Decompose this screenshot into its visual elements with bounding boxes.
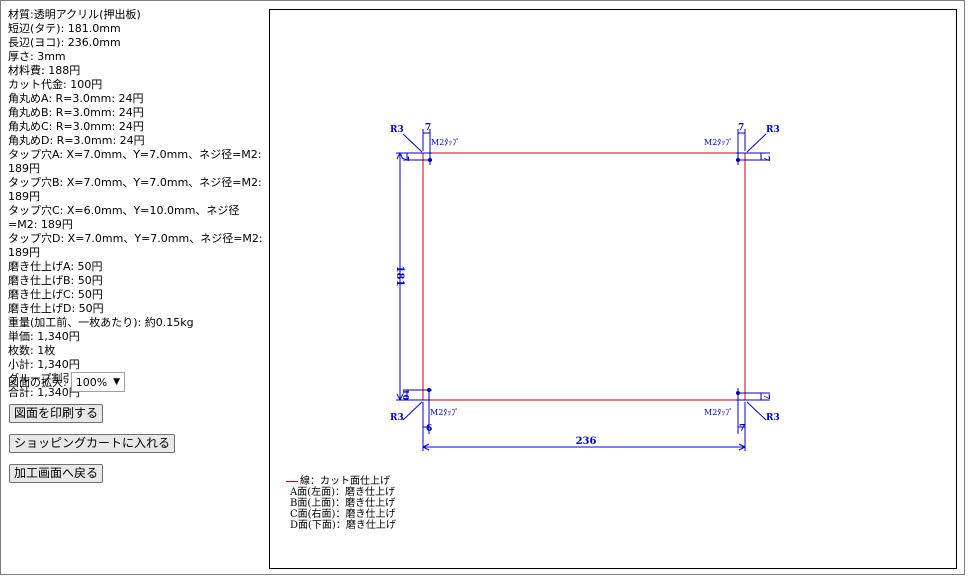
spec-line: 単価: 1,340円 [8, 330, 80, 343]
tap-tl-label: M2ﾀｯﾌﾟ [431, 138, 460, 147]
corner-tl-y: 7 [401, 156, 411, 162]
spec-line: 小計: 1,340円 [8, 358, 80, 371]
spec-line: 磨き仕上げA: 50円 [8, 260, 103, 273]
print-drawing-button[interactable]: 図面を印刷する [9, 404, 104, 423]
corner-bl-x: 6 [426, 424, 432, 434]
corner-tr-radius: R3 [766, 125, 780, 135]
drawing-canvas: 236 181 R3 7 M2ﾀｯﾌﾟ 7 [390, 123, 780, 451]
corner-top-left [402, 129, 432, 165]
spec-line: タップ穴B: X=7.0mm、Y=7.0mm、ネジ径=M2: 189円 [8, 176, 262, 203]
corner-bl-radius: R3 [390, 413, 404, 423]
drawing-legend: 線：カット面仕上げ A面(左面)：磨き仕上げ B面(上面)：磨き仕上げ C面(右… [286, 476, 396, 531]
back-to-edit-button[interactable]: 加工画面へ戻る [9, 464, 104, 483]
legend-cut-line: 線：カット面仕上げ [286, 476, 396, 487]
panel-outline [422, 152, 746, 401]
zoom-control: 図面の拡大: 100% ▼ [8, 372, 126, 392]
corner-bottom-left [402, 388, 432, 434]
red-line-swatch [286, 481, 298, 482]
corner-tl-x: 7 [425, 123, 431, 133]
legend-face-c: C面(右面)：磨き仕上げ [290, 509, 396, 520]
spec-line: 磨き仕上げC: 50円 [8, 288, 103, 301]
spec-line: 合計: 1,340円 [8, 386, 80, 399]
corner-br-y: 7 [762, 394, 772, 400]
chevron-down-icon: ▼ [113, 377, 121, 387]
zoom-value: 100% [75, 375, 108, 389]
spec-line: 磨き仕上げD: 50円 [8, 302, 104, 315]
corner-bottom-right [736, 388, 770, 434]
corner-tl-radius: R3 [390, 125, 404, 135]
width-dimension-label: 236 [576, 436, 597, 447]
spec-line: 材料費: 188円 [8, 64, 81, 77]
legend-cut-line-text: 線：カット面仕上げ [300, 476, 390, 487]
spec-line: カット代金: 100円 [8, 78, 103, 91]
tap-bl-label: M2ﾀｯﾌﾟ [430, 408, 459, 417]
corner-tr-y: 7 [762, 156, 772, 162]
corner-top-right [736, 129, 770, 165]
tap-br-label: M2ﾀｯﾌﾟ [704, 408, 733, 417]
spec-line: タップ穴A: X=7.0mm、Y=7.0mm、ネジ径=M2: 189円 [8, 148, 262, 175]
spec-line: 枚数: 1枚 [8, 344, 56, 357]
corner-bl-y: 10 [401, 389, 411, 401]
legend-face-d: D面(下面)：磨き仕上げ [290, 520, 396, 531]
spec-line: 材質:透明アクリル(押出板) [8, 8, 141, 21]
spec-line: 重量(加工前、一枚あたり): 約0.15kg [8, 316, 194, 329]
corner-br-radius: R3 [766, 413, 780, 423]
spec-line: タップ穴C: X=6.0mm、Y=10.0mm、ネジ径=M2: 189円 [8, 204, 240, 231]
corner-br-x: 7 [739, 424, 745, 434]
spec-line: 磨き仕上げB: 50円 [8, 274, 103, 287]
spec-line: 短辺(タテ): 181.0mm [8, 22, 121, 35]
legend-face-a: A面(左面)：磨き仕上げ [290, 487, 396, 498]
add-to-cart-button[interactable]: ショッピングカートに入れる [9, 434, 176, 453]
height-dimension-label: 181 [394, 266, 405, 287]
zoom-label: 図面の拡大: [8, 376, 67, 389]
drawing-panel: 236 181 R3 7 M2ﾀｯﾌﾟ 7 [269, 9, 957, 569]
legend-face-b: B面(上面)：磨き仕上げ [290, 498, 396, 509]
zoom-select[interactable]: 100% ▼ [70, 372, 126, 392]
spec-line: 角丸めB: R=3.0mm: 24円 [8, 106, 144, 119]
spec-line: 厚さ: 3mm [8, 50, 66, 63]
spec-line: 長辺(ヨコ): 236.0mm [8, 36, 121, 49]
tap-tr-label: M2ﾀｯﾌﾟ [704, 138, 733, 147]
spec-line: 角丸めD: R=3.0mm: 24円 [8, 134, 145, 147]
spec-line: 角丸めA: R=3.0mm: 24円 [8, 92, 144, 105]
spec-line: 角丸めC: R=3.0mm: 24円 [8, 120, 144, 133]
corner-tr-x: 7 [738, 123, 744, 133]
spec-line: タップ穴D: X=7.0mm、Y=7.0mm、ネジ径=M2: 189円 [8, 232, 263, 259]
